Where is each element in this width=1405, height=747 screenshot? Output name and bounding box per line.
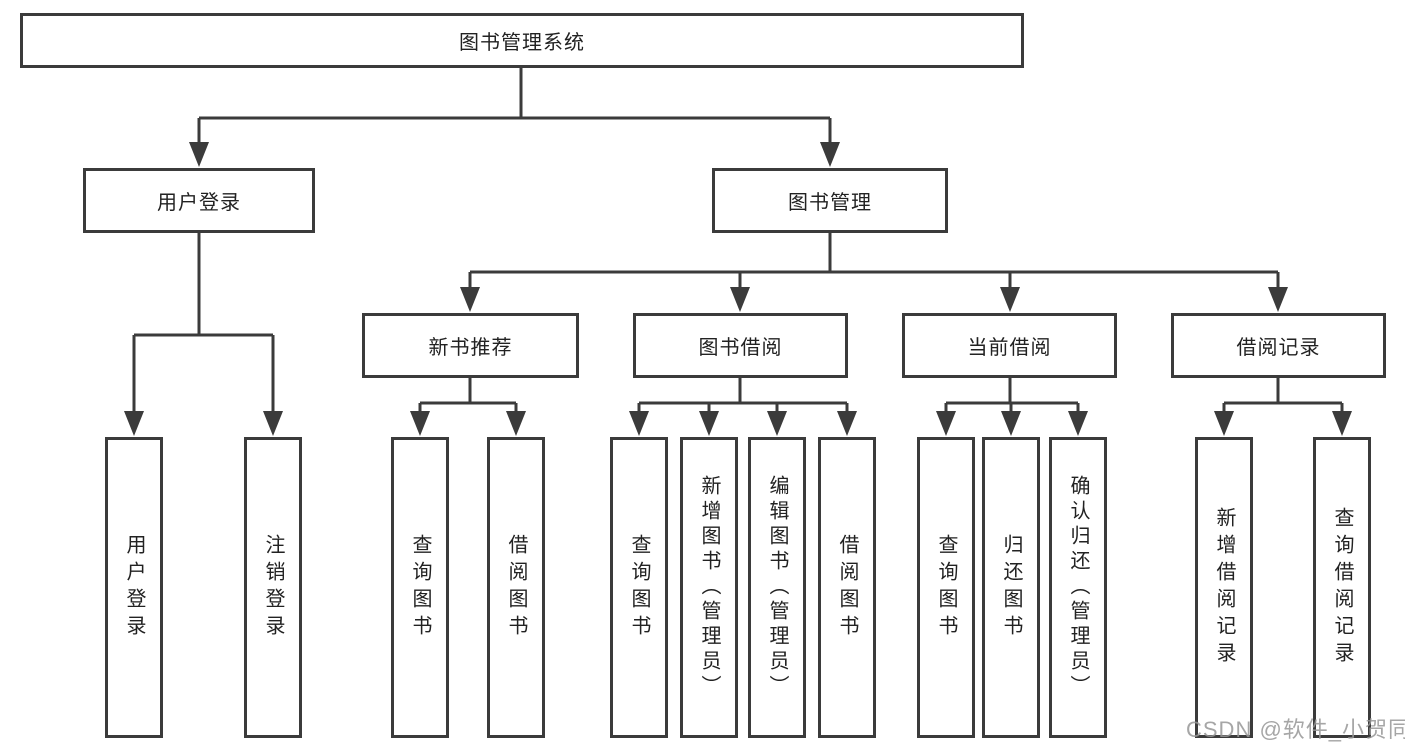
leaf-logout: 注销登录 bbox=[244, 437, 302, 738]
leaf-query-book-3: 查询图书 bbox=[917, 437, 975, 738]
edge-new-book-split bbox=[418, 378, 518, 416]
node-new-book-recommend: 新书推荐 bbox=[362, 313, 579, 378]
arrowheads bbox=[124, 142, 1352, 436]
arrow-icon bbox=[767, 411, 787, 436]
arrow-icon bbox=[1001, 411, 1021, 436]
edge-current-borrow-split bbox=[944, 378, 1080, 416]
node-current-borrow: 当前借阅 bbox=[902, 313, 1117, 378]
leaf-borrow-book-2: 借阅图书 bbox=[818, 437, 876, 738]
leaf-query-book-1: 查询图书 bbox=[391, 437, 449, 738]
arrow-icon bbox=[730, 287, 750, 312]
leaf-label: 用户登录 bbox=[123, 533, 145, 642]
leaf-label: 查询图书 bbox=[935, 533, 957, 642]
arrow-icon bbox=[1214, 411, 1234, 436]
arrow-icon bbox=[124, 411, 144, 436]
leaf-add-borrow-record: 新增借阅记录 bbox=[1195, 437, 1253, 738]
leaf-label: 借阅图书 bbox=[505, 533, 527, 642]
leaf-query-borrow-record: 查询借阅记录 bbox=[1313, 437, 1371, 738]
arrow-icon bbox=[1268, 287, 1288, 312]
arrow-icon bbox=[837, 411, 857, 436]
leaf-label: 新增借阅记录 bbox=[1213, 506, 1235, 669]
leaf-label: 归还图书 bbox=[1000, 533, 1022, 642]
arrow-icon bbox=[820, 142, 840, 167]
edge-book-mgmt-split bbox=[468, 233, 1280, 291]
edge-borrow-record-split bbox=[1222, 378, 1344, 416]
arrow-icon bbox=[936, 411, 956, 436]
leaf-label: 确认归还（管理员） bbox=[1067, 475, 1089, 700]
leaf-add-book-admin: 新增图书（管理员） bbox=[680, 437, 738, 738]
leaf-return-book: 归还图书 bbox=[982, 437, 1040, 738]
arrow-icon bbox=[410, 411, 430, 436]
arrow-icon bbox=[506, 411, 526, 436]
leaf-label: 查询借阅记录 bbox=[1331, 506, 1353, 669]
leaf-edit-book-admin: 编辑图书（管理员） bbox=[748, 437, 806, 738]
leaf-label: 注销登录 bbox=[262, 533, 284, 642]
edge-user-login-split bbox=[132, 233, 275, 415]
leaf-label: 编辑图书（管理员） bbox=[766, 475, 788, 700]
leaf-query-book-2: 查询图书 bbox=[610, 437, 668, 738]
leaf-user-login: 用户登录 bbox=[105, 437, 163, 738]
edge-book-borrow-split bbox=[637, 378, 849, 416]
node-root-system: 图书管理系统 bbox=[20, 13, 1024, 68]
node-book-management: 图书管理 bbox=[712, 168, 948, 233]
node-user-login: 用户登录 bbox=[83, 168, 315, 233]
node-borrow-record: 借阅记录 bbox=[1171, 313, 1386, 378]
arrow-icon bbox=[699, 411, 719, 436]
arrow-icon bbox=[1068, 411, 1088, 436]
leaf-label: 查询图书 bbox=[409, 533, 431, 642]
leaf-label: 查询图书 bbox=[628, 533, 650, 642]
arrow-icon bbox=[263, 411, 283, 436]
arrow-icon bbox=[1332, 411, 1352, 436]
arrow-icon bbox=[189, 142, 209, 167]
arrow-icon bbox=[629, 411, 649, 436]
leaf-confirm-return-admin: 确认归还（管理员） bbox=[1049, 437, 1107, 738]
edge-root-split bbox=[197, 68, 832, 146]
leaf-label: 新增图书（管理员） bbox=[698, 475, 720, 700]
arrow-icon bbox=[460, 287, 480, 312]
leaf-borrow-book-1: 借阅图书 bbox=[487, 437, 545, 738]
arrow-icon bbox=[1000, 287, 1020, 312]
node-book-borrow: 图书借阅 bbox=[633, 313, 848, 378]
leaf-label: 借阅图书 bbox=[836, 533, 858, 642]
csdn-watermark: CSDN @软件_小贺同学 bbox=[1186, 717, 1405, 742]
